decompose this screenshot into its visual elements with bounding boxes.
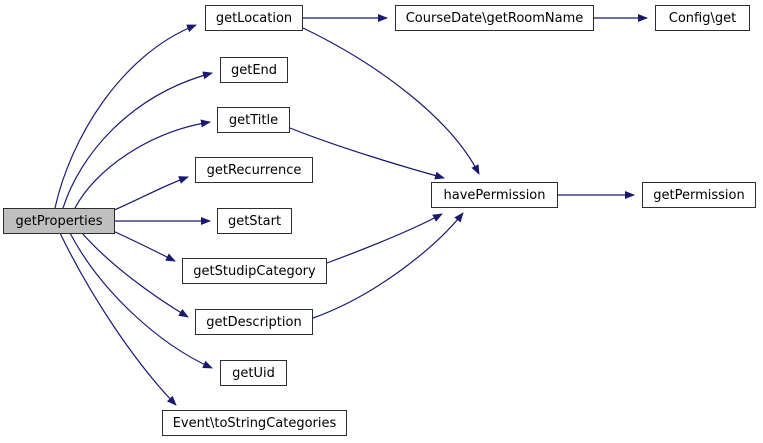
edge-getProperties-getUid	[69, 232, 213, 369]
node-getStudipCategory[interactable]: getStudipCategory	[182, 258, 327, 284]
edge-getProperties-getLocation	[54, 24, 197, 209]
edge-getDescription-havePermission	[312, 212, 464, 319]
node-getPermission[interactable]: getPermission	[642, 182, 756, 208]
edge-getProperties-getTitle	[74, 119, 211, 209]
node-coursedate-getroomname[interactable]: CourseDate\getRoomName	[395, 5, 594, 31]
node-getTitle[interactable]: getTitle	[217, 107, 290, 133]
node-getLocation[interactable]: getLocation	[205, 5, 303, 31]
node-getProperties: getProperties	[3, 208, 115, 234]
node-event-tostringcategories[interactable]: Event\toStringCategories	[162, 410, 347, 436]
edge-getLocation-havePermission	[302, 27, 480, 175]
node-getRecurrence[interactable]: getRecurrence	[195, 157, 313, 183]
edge-getProperties-getDescription	[81, 232, 189, 318]
edge-getStudipCategory-havePermission	[326, 213, 443, 264]
node-getUid[interactable]: getUid	[220, 360, 287, 386]
edge-getProperties-getStudipCategory	[112, 230, 176, 262]
node-getEnd[interactable]: getEnd	[220, 57, 288, 83]
edge-getProperties-eventToStringCategories	[59, 232, 177, 406]
node-config-get[interactable]: Config\get	[655, 5, 750, 31]
node-havePermission[interactable]: havePermission	[431, 182, 558, 208]
edge-getTitle-havePermission	[289, 127, 445, 180]
node-getStart[interactable]: getStart	[217, 208, 292, 234]
node-getDescription[interactable]: getDescription	[195, 309, 313, 335]
edge-getProperties-getEnd	[62, 71, 213, 209]
edge-getProperties-getRecurrence	[111, 176, 189, 212]
